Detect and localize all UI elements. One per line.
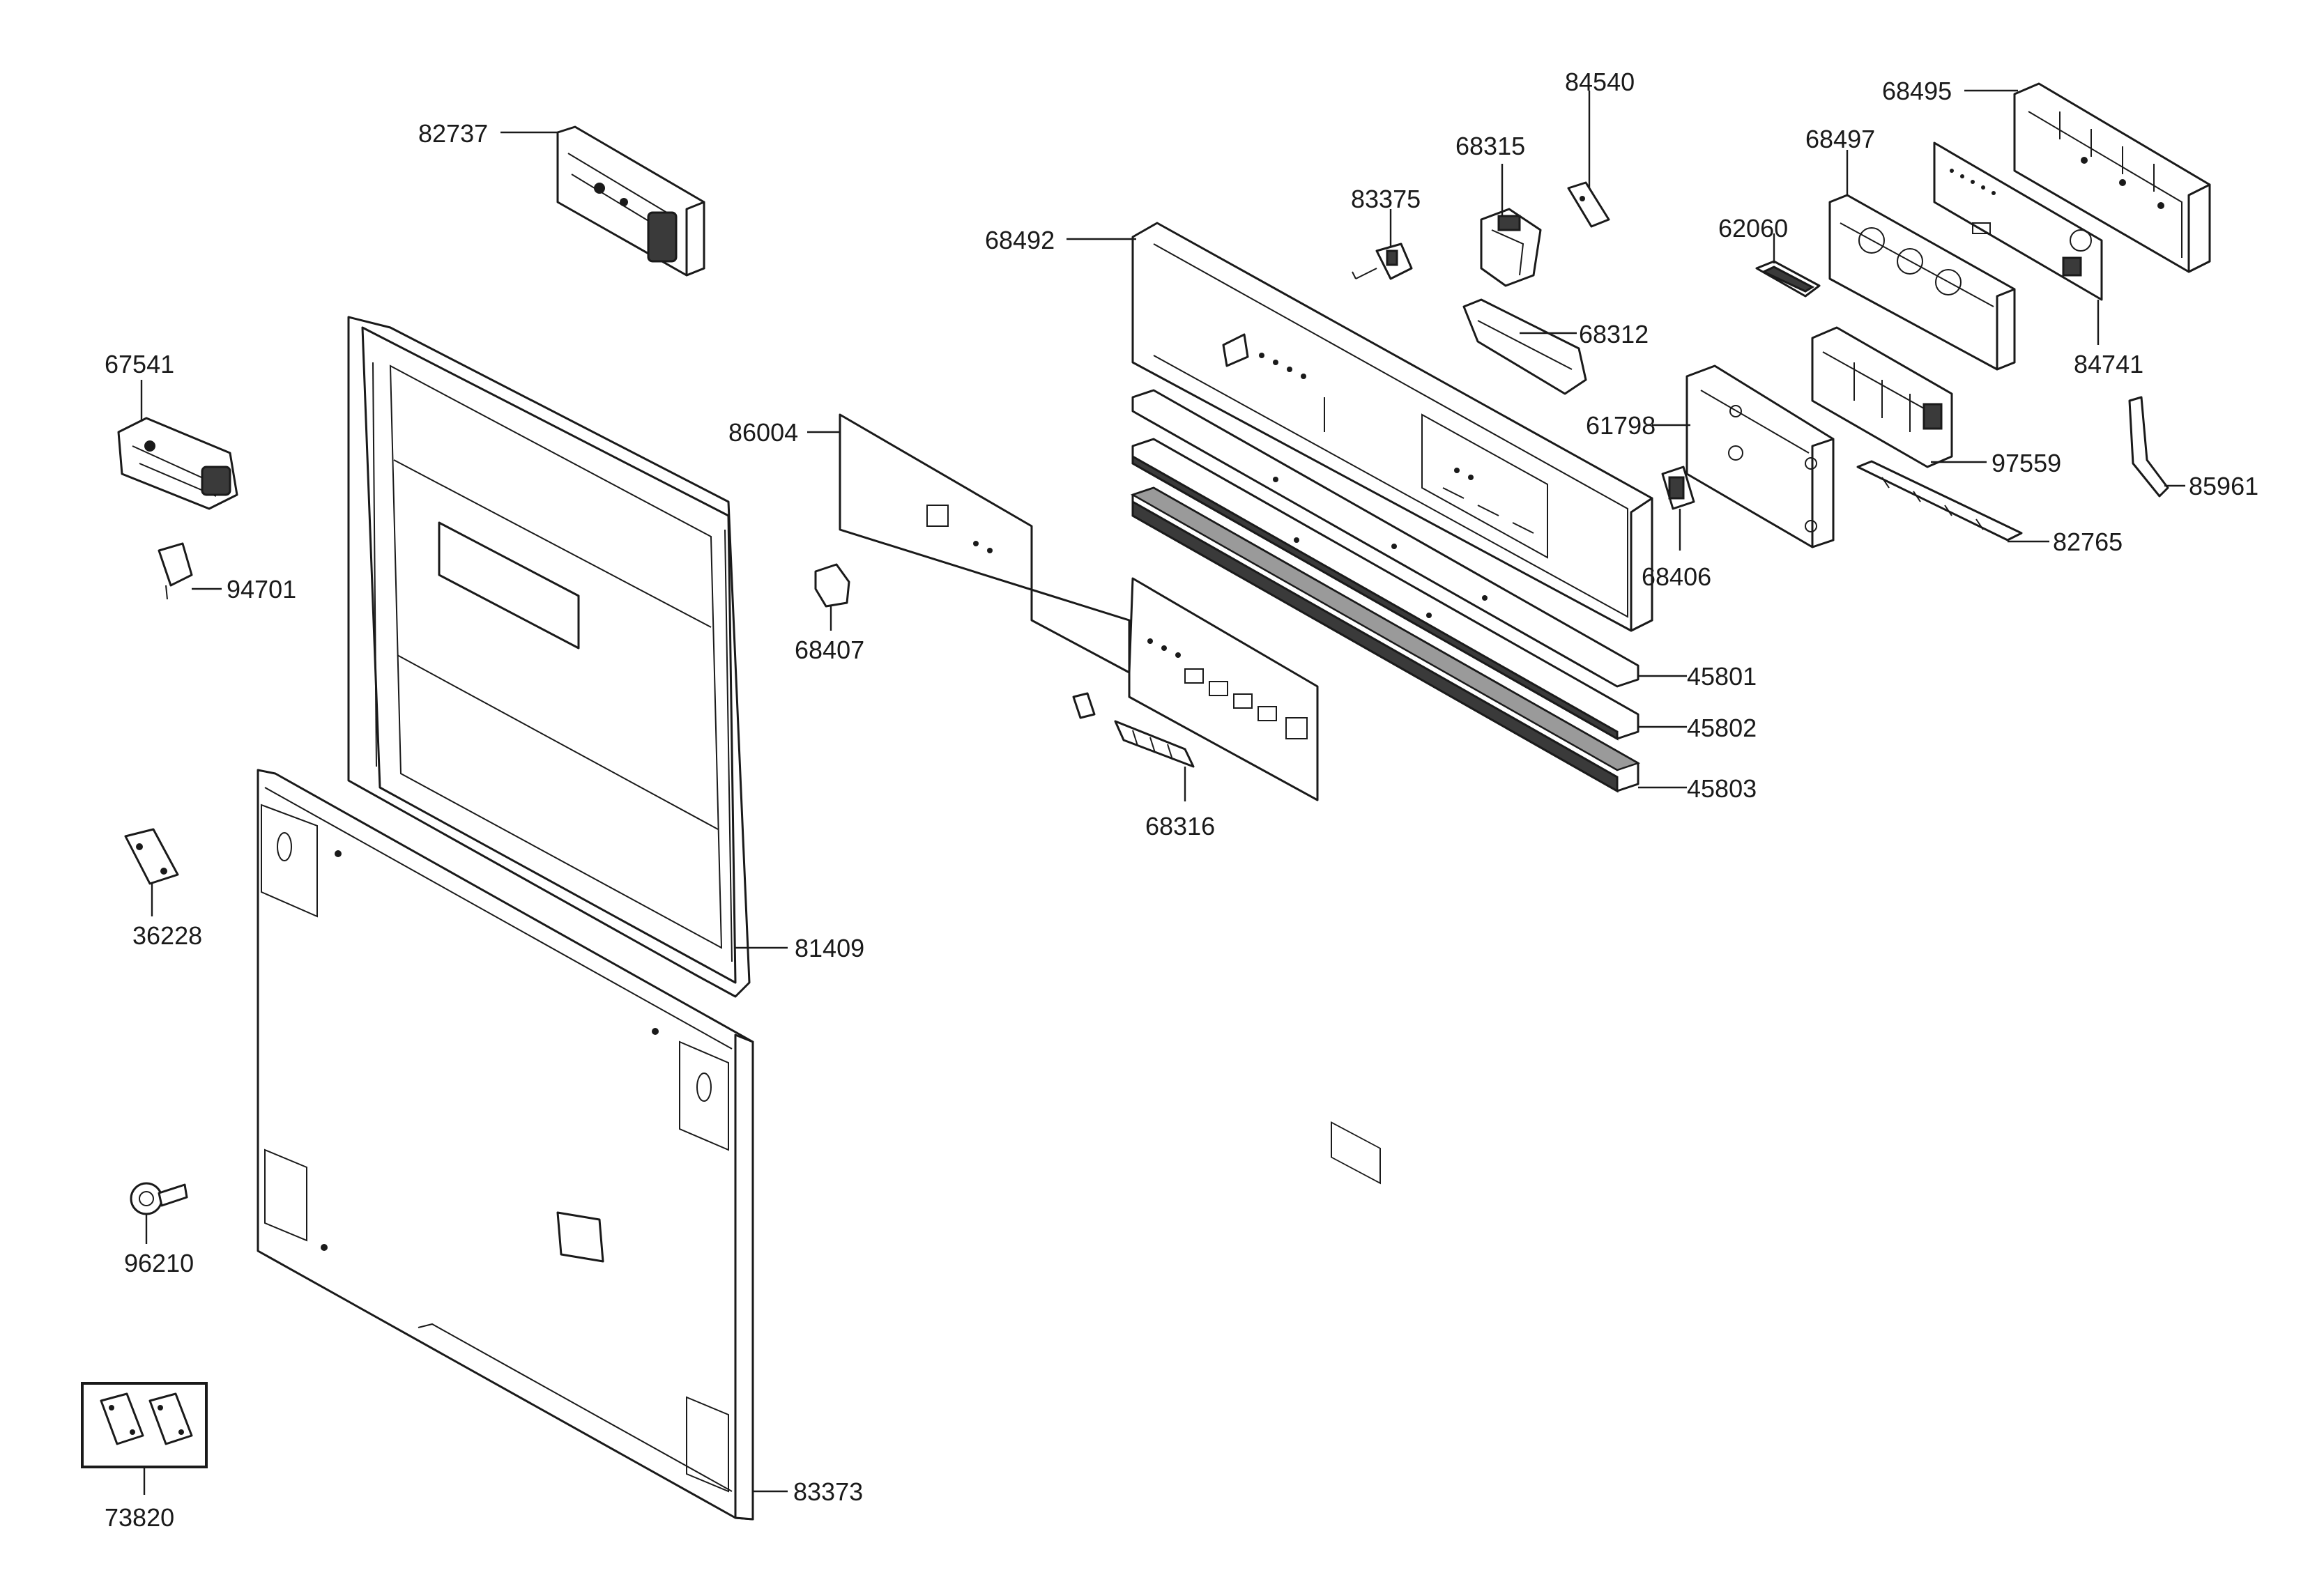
label-84741: 84741 (2074, 350, 2143, 378)
part-62060-cover (1755, 260, 1821, 298)
label-68406: 68406 (1642, 562, 1711, 591)
label-62060: 62060 (1718, 214, 1788, 243)
part-86004-overlay (839, 413, 1319, 801)
label-68315: 68315 (1455, 132, 1525, 160)
label-97559: 97559 (1992, 449, 2061, 477)
label-83375: 83375 (1351, 185, 1421, 213)
label-36228: 36228 (132, 921, 202, 950)
label-45801: 45801 (1687, 662, 1757, 691)
part-82765-button-strip (1856, 460, 2023, 541)
part-85961-wire (2128, 396, 2169, 498)
part-45802-strip (1131, 438, 1639, 741)
label-86004: 86004 (728, 418, 798, 447)
label-45803: 45803 (1687, 774, 1757, 803)
part-68312-bracket (1462, 298, 1587, 395)
label-68312: 68312 (1579, 320, 1649, 348)
part-94701-clip (158, 542, 193, 600)
label-68495: 68495 (1882, 77, 1952, 105)
part-68497-holder (1828, 194, 2016, 371)
label-84540: 84540 (1565, 68, 1635, 96)
label-81409: 81409 (795, 934, 864, 962)
part-96210-foot (130, 1182, 188, 1215)
part-84741-board (1933, 141, 2103, 301)
part-81409-inner-door (347, 316, 751, 998)
part-68495-frame (2013, 82, 2211, 273)
label-45802: 45802 (1687, 714, 1757, 742)
part-45801-strip (1131, 389, 1639, 688)
label-68316: 68316 (1145, 812, 1215, 840)
label-68492: 68492 (985, 226, 1055, 254)
label-82737: 82737 (418, 119, 488, 148)
part-67541-dispenser (117, 417, 238, 510)
label-67541: 67541 (105, 350, 174, 378)
label-68407: 68407 (795, 636, 864, 664)
part-68407-button (814, 563, 850, 608)
part-61798-control-unit (1685, 364, 1835, 548)
label-83373: 83373 (793, 1477, 863, 1506)
label-82765: 82765 (2053, 528, 2123, 556)
part-97559-module (1811, 326, 1953, 468)
part-68406-sensor (1661, 466, 1695, 510)
part-82737-door-lock (556, 125, 705, 277)
label-94701: 94701 (227, 575, 296, 604)
part-45803-strip (1130, 486, 1641, 793)
part-84540-plate (1567, 181, 1610, 228)
part-83375-switch (1352, 243, 1413, 280)
part-83373-outer-door (257, 769, 754, 1521)
label-85961: 85961 (2189, 472, 2258, 500)
part-68315-holder (1480, 208, 1542, 287)
label-96210: 96210 (124, 1249, 194, 1277)
label-68497: 68497 (1805, 125, 1875, 153)
part-36228-bracket (124, 828, 179, 885)
part-68316-buttons (1072, 692, 1195, 768)
label-61798: 61798 (1586, 411, 1656, 440)
part-73820-kit (81, 1382, 208, 1468)
part-68492-control-panel (1131, 222, 1653, 1185)
label-73820: 73820 (105, 1503, 174, 1532)
